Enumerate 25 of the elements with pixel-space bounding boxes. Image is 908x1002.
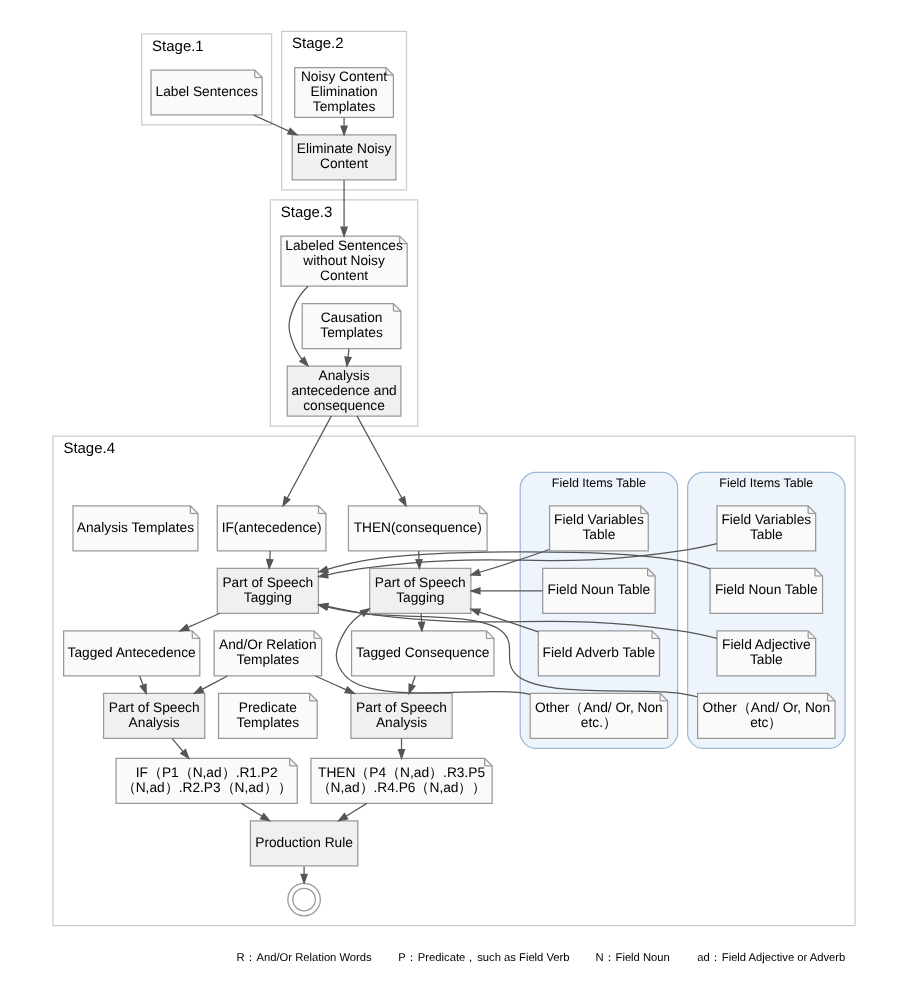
arrow <box>252 114 299 136</box>
arrow <box>178 612 221 632</box>
arrow <box>314 675 356 695</box>
arrow <box>282 415 332 508</box>
arrow <box>408 675 416 696</box>
arrow <box>300 865 309 885</box>
arrow <box>340 117 348 137</box>
arrow <box>469 608 539 633</box>
arrow <box>417 612 426 633</box>
arrow <box>171 738 190 760</box>
node-circle <box>287 882 321 917</box>
arrow <box>317 551 711 574</box>
arrow <box>415 550 423 571</box>
arrow <box>469 587 544 595</box>
arrow <box>335 607 531 695</box>
arrow <box>288 285 310 368</box>
arrow <box>340 179 348 238</box>
arrow <box>356 415 407 508</box>
arrow <box>469 548 550 576</box>
arrow <box>265 550 274 571</box>
arrow <box>344 348 352 368</box>
arrow <box>139 675 147 696</box>
arrow <box>337 802 368 822</box>
arrow <box>240 802 272 822</box>
arrow <box>192 675 229 695</box>
